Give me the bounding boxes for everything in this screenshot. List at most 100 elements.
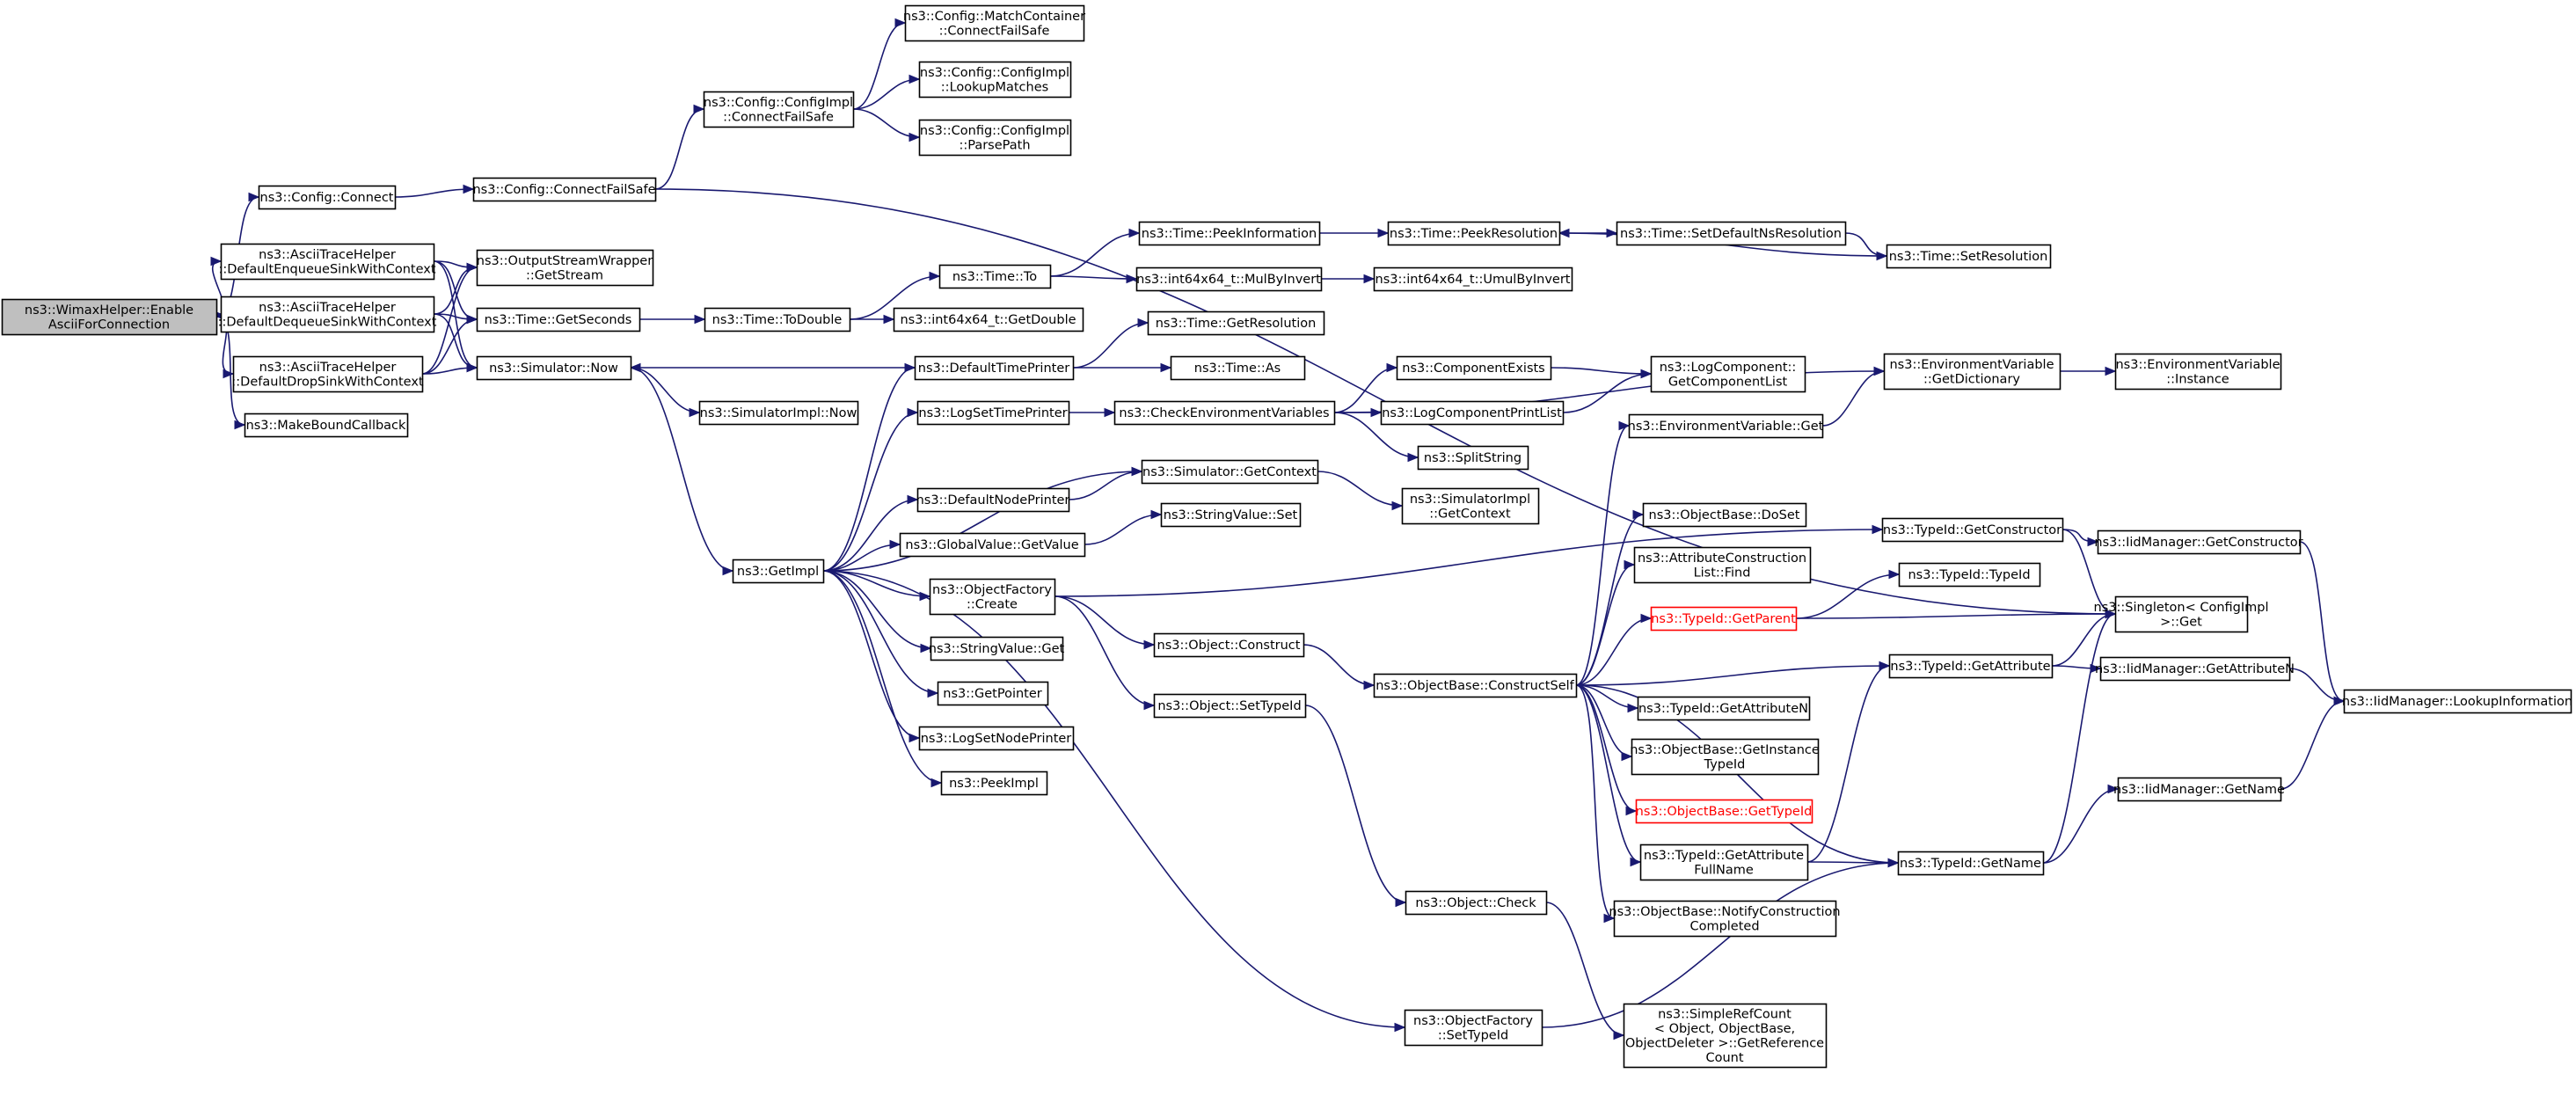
- node-env-get[interactable]: ns3::EnvironmentVariable::Get: [1628, 413, 1824, 439]
- node-cfg-connect[interactable]: ns3::Config::Connect: [258, 185, 397, 210]
- node-int-mulbyinv[interactable]: ns3::int64x64_t::MulByInvert: [1135, 267, 1323, 292]
- node-time-getres[interactable]: ns3::Time::GetResolution: [1147, 310, 1325, 336]
- node-int-getdouble[interactable]: ns3::int64x64_t::GetDouble: [893, 307, 1084, 332]
- arrowhead: [466, 314, 478, 325]
- node-box: [914, 355, 1075, 381]
- node-ob-gettypeid[interactable]: ns3::ObjectBase::GetTypeId: [1636, 799, 1813, 824]
- node-ob-doset[interactable]: ns3::ObjectBase::DoSet: [1642, 502, 1807, 528]
- node-iid-getattrn[interactable]: ns3::IidManager::GetAttributeN: [2095, 656, 2295, 682]
- arrowhead: [223, 369, 235, 379]
- node-logcomp-print[interactable]: ns3::LogComponentPrintList: [1380, 400, 1565, 426]
- node-match-cfs[interactable]: ns3::Config::MatchContainer::ConnectFail…: [903, 4, 1085, 42]
- node-label: List::Find: [1694, 566, 1751, 580]
- node-logcomp-list[interactable]: ns3::LogComponent::GetComponentList: [1650, 355, 1806, 393]
- node-make-bound[interactable]: ns3::MakeBoundCallback: [244, 413, 409, 438]
- node-logsetnp[interactable]: ns3::LogSetNodePrinter: [918, 726, 1075, 751]
- node-cfgimpl-cfs[interactable]: ns3::Config::ConfigImpl::ConnectFailSafe: [703, 91, 855, 128]
- node-box: [703, 91, 855, 128]
- node-time-gs[interactable]: ns3::Time::GetSeconds: [476, 307, 641, 332]
- node-lookup[interactable]: ns3::Config::ConfigImpl::LookupMatches: [918, 61, 1072, 99]
- node-iid-getctor[interactable]: ns3::IidManager::GetConstructor: [2094, 529, 2303, 555]
- node-of-settypeid[interactable]: ns3::ObjectFactory::SetTypeId: [1404, 1009, 1543, 1047]
- node-box: [2117, 777, 2282, 802]
- node-logset-tp[interactable]: ns3::LogSetTimePrinter: [916, 400, 1070, 426]
- node-gv-getvalue[interactable]: ns3::GlobalValue::GetValue: [899, 532, 1086, 558]
- arrowhead: [1630, 857, 1642, 867]
- node-tid-typeid[interactable]: ns3::TypeId::TypeId: [1898, 562, 2041, 588]
- arrowhead: [909, 74, 921, 84]
- node-tid-getparent[interactable]: ns3::TypeId::GetParent: [1650, 606, 1798, 632]
- node-int-umulbyinv[interactable]: ns3::int64x64_t::UmulByInvert: [1373, 267, 1573, 292]
- node-env-getdict[interactable]: ns3::EnvironmentVariable::GetDictionary: [1883, 353, 2062, 391]
- node-tid-getattrn[interactable]: ns3::TypeId::GetAttributeN: [1637, 696, 1811, 721]
- arrowhead: [1618, 420, 1631, 431]
- node-split[interactable]: ns3::SplitString: [1417, 445, 1529, 471]
- node-time-as[interactable]: ns3::Time::As: [1170, 355, 1306, 381]
- node-sim-now[interactable]: ns3::Simulator::Now: [476, 355, 632, 381]
- arrowhead: [904, 362, 916, 373]
- node-label: ns3::Config::Connect: [260, 191, 394, 205]
- node-env-instance[interactable]: ns3::EnvironmentVariable::Instance: [2114, 353, 2282, 391]
- node-ob-cs[interactable]: ns3::ObjectBase::ConstructSelf: [1373, 673, 1578, 698]
- edge-ascii_enq-sim_now: [433, 260, 478, 369]
- node-getimpl[interactable]: ns3::GetImpl: [732, 559, 825, 584]
- node-label: ns3::Object::Construct: [1157, 639, 1301, 653]
- node-simimpl-now[interactable]: ns3::SimulatorImpl::Now: [698, 400, 859, 426]
- node-sv-set[interactable]: ns3::StringValue::Set: [1160, 502, 1302, 528]
- node-of-create[interactable]: ns3::ObjectFactory::Create: [929, 578, 1056, 616]
- node-time-to[interactable]: ns3::Time::To: [938, 264, 1052, 289]
- node-label: ns3::StringValue::Set: [1164, 508, 1298, 522]
- node-comp-exists[interactable]: ns3::ComponentExists: [1396, 355, 1552, 381]
- node-tid-getattr[interactable]: ns3::TypeId::GetAttribute: [1888, 654, 2054, 679]
- node-label: ns3::OutputStreamWrapper: [477, 254, 653, 268]
- node-cfg-cfs[interactable]: ns3::Config::ConnectFailSafe: [472, 177, 657, 202]
- node-time-setdefns[interactable]: ns3::Time::SetDefaultNsResolution: [1616, 221, 1847, 246]
- node-label: ns3::SimulatorImpl: [1410, 493, 1530, 507]
- node-sim-getctx[interactable]: ns3::Simulator::GetContext: [1141, 459, 1319, 485]
- arrowhead: [210, 256, 223, 267]
- node-parsepath[interactable]: ns3::Config::ConfigImpl::ParsePath: [918, 119, 1072, 157]
- node-tid-getctor[interactable]: ns3::TypeId::GetConstructor: [1881, 517, 2064, 543]
- node-getpointer[interactable]: ns3::GetPointer: [937, 681, 1049, 706]
- node-box: [1170, 355, 1306, 381]
- node-time-peekinfo[interactable]: ns3::Time::PeekInformation: [1138, 221, 1321, 246]
- node-obj-check[interactable]: ns3::Object::Check: [1405, 890, 1548, 916]
- node-ascii-enq[interactable]: ns3::AsciiTraceHelper::DefaultEnqueueSin…: [218, 243, 436, 281]
- node-time-peekres[interactable]: ns3::Time::PeekResolution: [1387, 221, 1561, 246]
- node-label: ns3::PeekImpl: [949, 777, 1039, 791]
- node-ascii-drop[interactable]: ns3::AsciiTraceHelper::DefaultDropSinkWi…: [231, 355, 424, 393]
- node-box: [918, 61, 1072, 99]
- node-label: ns3::LogSetTimePrinter: [918, 406, 1067, 420]
- node-ob-notify[interactable]: ns3::ObjectBase::NotifyConstructionCompl…: [1609, 900, 1841, 938]
- node-simplerefcount[interactable]: ns3::SimpleRefCount< Object, ObjectBase,…: [1623, 1003, 1828, 1069]
- node-obj-construct[interactable]: ns3::Object::Construct: [1153, 632, 1305, 658]
- node-singleton[interactable]: ns3::Singleton< ConfigImpl >::Get: [2094, 595, 2269, 633]
- node-time-todouble[interactable]: ns3::Time::ToDouble: [704, 307, 851, 332]
- arrowhead: [1128, 228, 1141, 238]
- node-default-tp[interactable]: ns3::DefaultTimePrinter: [914, 355, 1075, 381]
- node-check-env[interactable]: ns3::CheckEnvironmentVariables: [1113, 400, 1336, 426]
- node-osw[interactable]: ns3::OutputStreamWrapper::GetStream: [476, 249, 654, 287]
- node-peekimpl[interactable]: ns3::PeekImpl: [940, 770, 1048, 796]
- node-iid-getname[interactable]: ns3::IidManager::GetName: [2113, 777, 2285, 802]
- node-wimax[interactable]: ns3::WimaxHelper::EnableAsciiForConnecti…: [1, 298, 218, 336]
- node-sv-get[interactable]: ns3::StringValue::Get: [929, 636, 1065, 661]
- arrowhead: [1143, 700, 1156, 711]
- node-default-np[interactable]: ns3::DefaultNodePrinter: [916, 487, 1070, 513]
- node-obj-settypeid[interactable]: ns3::Object::SetTypeId: [1153, 693, 1307, 719]
- arrowhead: [1621, 751, 1633, 762]
- node-iid-lookup[interactable]: ns3::IidManager::LookupInformation: [2342, 689, 2572, 714]
- node-ascii-deq[interactable]: ns3::AsciiTraceHelper::DefaultDequeueSin…: [218, 296, 437, 333]
- edge-of_settypeid-tid_getname: [1541, 862, 1899, 1028]
- edge-of_create-obj_settypeid: [1054, 595, 1155, 706]
- node-simimpl-ctx[interactable]: ns3::SimulatorImpl::GetContext: [1401, 487, 1540, 525]
- arrowhead: [930, 778, 943, 788]
- node-tid-getname[interactable]: ns3::TypeId::GetName: [1897, 851, 2045, 876]
- node-box: [1387, 221, 1561, 246]
- node-label: ::GetStream: [526, 268, 603, 282]
- node-time-setres[interactable]: ns3::Time::SetResolution: [1886, 244, 2052, 269]
